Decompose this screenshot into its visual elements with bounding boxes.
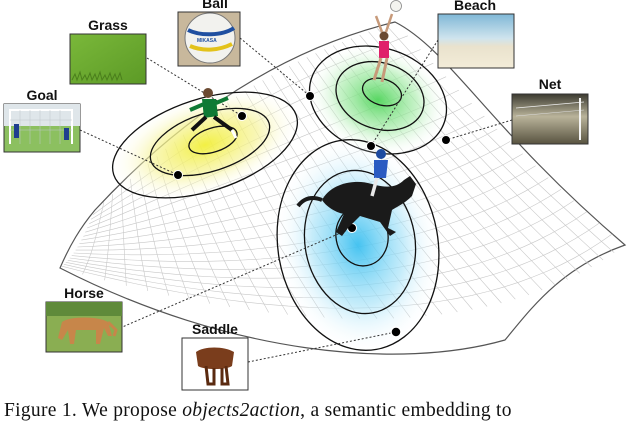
- caption-emphasis: objects2action: [182, 400, 301, 421]
- connector-lines: [79, 37, 513, 363]
- label-beach: Beach: [454, 0, 496, 13]
- point-goal: [173, 170, 183, 180]
- label-net: Net: [539, 76, 562, 92]
- embedded-points: [173, 91, 451, 338]
- connector-saddle: [247, 331, 397, 363]
- connector-ball: [239, 37, 311, 97]
- football-player-figure: [189, 88, 238, 139]
- figure-caption: Figure 1. We propose objects2action, a s…: [4, 400, 640, 422]
- football-cluster: [108, 88, 302, 202]
- label-ball: Ball: [202, 0, 228, 11]
- label-saddle: Saddle: [192, 321, 238, 337]
- caption-prefix: Figure 1. We propose: [4, 400, 183, 421]
- point-ball: [305, 91, 315, 101]
- embedding-figure: MIKASA Grass Ball Beach Goal N: [3, 0, 627, 391]
- volleyball-player-figure: [372, 0, 402, 83]
- connector-net: [445, 119, 513, 141]
- connector-goal: [79, 129, 179, 176]
- volleyball-ball-icon: [390, 0, 402, 12]
- point-grass: [237, 111, 247, 121]
- connector-beach: [370, 39, 439, 147]
- point-beach: [366, 141, 376, 151]
- horse-rider-figure: [296, 149, 416, 236]
- label-grass: Grass: [88, 17, 128, 33]
- thumbnail-grass: [69, 33, 147, 85]
- thumbnail-saddle: [181, 337, 249, 391]
- caption-suffix: , a semantic embedding to: [300, 400, 512, 421]
- label-goal: Goal: [26, 87, 57, 103]
- point-net: [441, 135, 451, 145]
- thumbnail-horse: [45, 301, 123, 353]
- thumbnail-beach: [437, 13, 515, 69]
- connector-grass: [146, 57, 243, 117]
- thumbnail-goal: [3, 103, 81, 153]
- point-saddle: [390, 326, 402, 338]
- thumbnail-net: [511, 93, 589, 145]
- label-horse: Horse: [64, 285, 104, 301]
- ball-logo-text: MIKASA: [197, 38, 217, 44]
- thumbnail-ball: MIKASA: [177, 11, 241, 67]
